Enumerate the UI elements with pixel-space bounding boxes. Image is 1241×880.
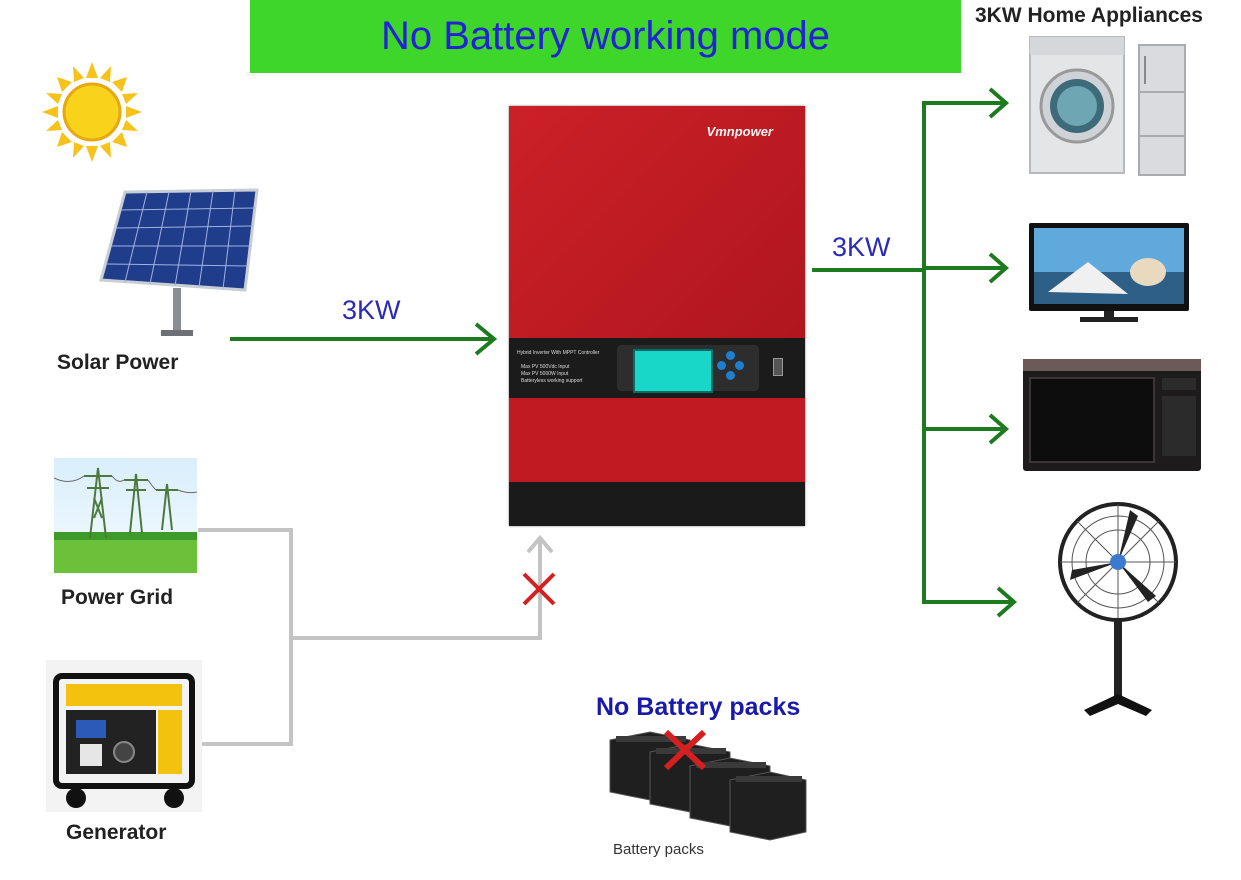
inverter-model-text: Hybrid Inverter With MPPT Controller: [517, 350, 600, 356]
grid-generator-lines: [198, 528, 554, 746]
inverter-control-strip: Hybrid Inverter With MPPT Controller Max…: [509, 338, 805, 398]
solar-panel-icon: [99, 188, 259, 336]
microwave-icon: [1023, 359, 1201, 471]
generator-icon: [46, 660, 202, 812]
washing-machine-icon: [1029, 36, 1125, 174]
no-battery-heading: No Battery packs: [596, 693, 801, 721]
solar-to-inverter-arrow: [230, 322, 498, 356]
fan-icon: [1058, 502, 1178, 716]
inverter-feature-3: Batteryless working support: [521, 378, 583, 384]
input-power-label: 3KW: [342, 295, 401, 325]
solar-power-label: Solar Power: [57, 351, 179, 374]
grid-disabled-cross: [522, 572, 556, 606]
inverter-feature-1: Max PV 500Vdc Input: [521, 364, 570, 370]
inverter-upper-panel: [509, 106, 805, 342]
inverter-brand: Vmnpower: [706, 124, 773, 139]
battery-caption: Battery packs: [613, 841, 704, 858]
inverter-to-loads-arrows: [812, 87, 1018, 618]
title-banner: No Battery working mode: [250, 0, 961, 73]
inverter-lcd-screen: [633, 349, 713, 393]
hybrid-inverter: Vmnpower Hybrid Inverter With MPPT Contr…: [509, 106, 805, 526]
sun-icon: [42, 62, 142, 162]
inverter-right-button[interactable]: [735, 361, 744, 370]
battery-disabled-cross: [663, 729, 707, 771]
power-grid-label: Power Grid: [61, 586, 174, 609]
inverter-up-button[interactable]: [726, 351, 735, 360]
inverter-left-button[interactable]: [717, 361, 726, 370]
inverter-power-switch[interactable]: [773, 358, 783, 376]
inverter-down-button[interactable]: [726, 371, 735, 380]
banner-title: No Battery working mode: [380, 14, 831, 58]
appliances-title: 3KW Home Appliances: [975, 4, 1203, 27]
inverter-feature-2: Max PV 5000W Input: [521, 371, 569, 377]
generator-label: Generator: [66, 821, 167, 844]
battery-packs-icon: [609, 729, 807, 841]
television-icon: [1029, 223, 1189, 322]
refrigerator-icon: [1138, 44, 1186, 176]
output-power-label: 3KW: [832, 232, 891, 262]
inverter-lower-panel: [509, 398, 805, 482]
inverter-bottom-base: [509, 482, 805, 526]
power-grid-icon: [54, 458, 197, 573]
